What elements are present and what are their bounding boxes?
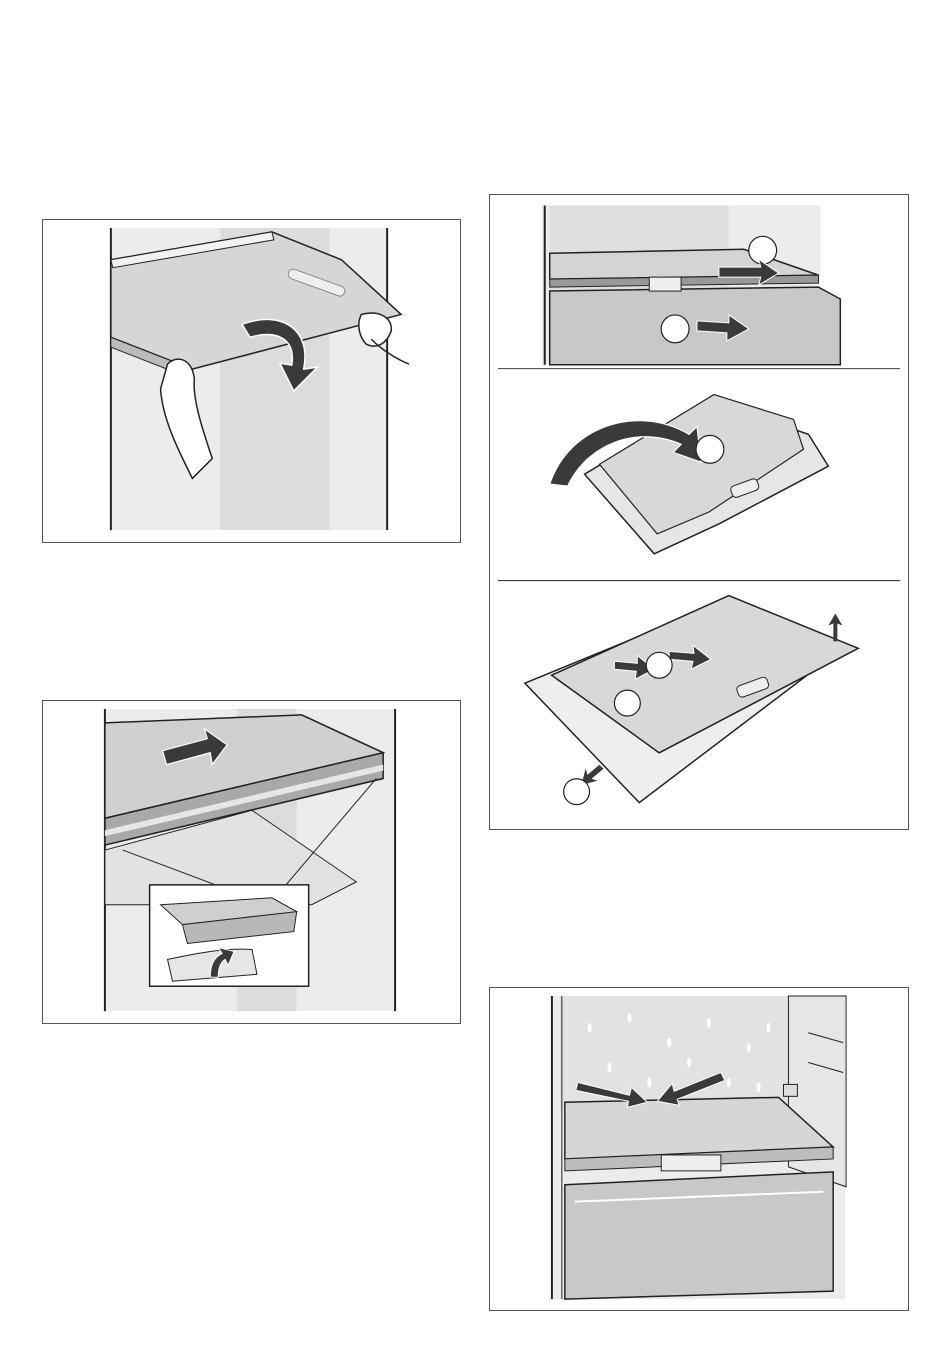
illustration-crisper-cover-removal bbox=[490, 195, 908, 829]
figure-crisper-cover-removal bbox=[489, 194, 909, 830]
step-1-view bbox=[542, 205, 841, 364]
callout-circle-1 bbox=[749, 236, 777, 264]
step-2-view bbox=[550, 395, 829, 554]
callout-circle-3 bbox=[696, 435, 724, 463]
figure-shelf-tilt bbox=[42, 219, 461, 543]
illustration-shelf-pull-out bbox=[43, 701, 460, 1023]
callout-circle-6 bbox=[564, 779, 590, 805]
illustration-drain-channel bbox=[490, 988, 908, 1310]
callout-circle-5 bbox=[614, 690, 640, 716]
callout-circle-2 bbox=[661, 315, 689, 343]
callout-circle-4 bbox=[646, 652, 672, 678]
figure-shelf-pull-out bbox=[42, 700, 461, 1024]
step-3-view bbox=[525, 596, 858, 805]
illustration-shelf-tilt bbox=[43, 220, 460, 542]
figure-drain-channel bbox=[489, 987, 909, 1311]
